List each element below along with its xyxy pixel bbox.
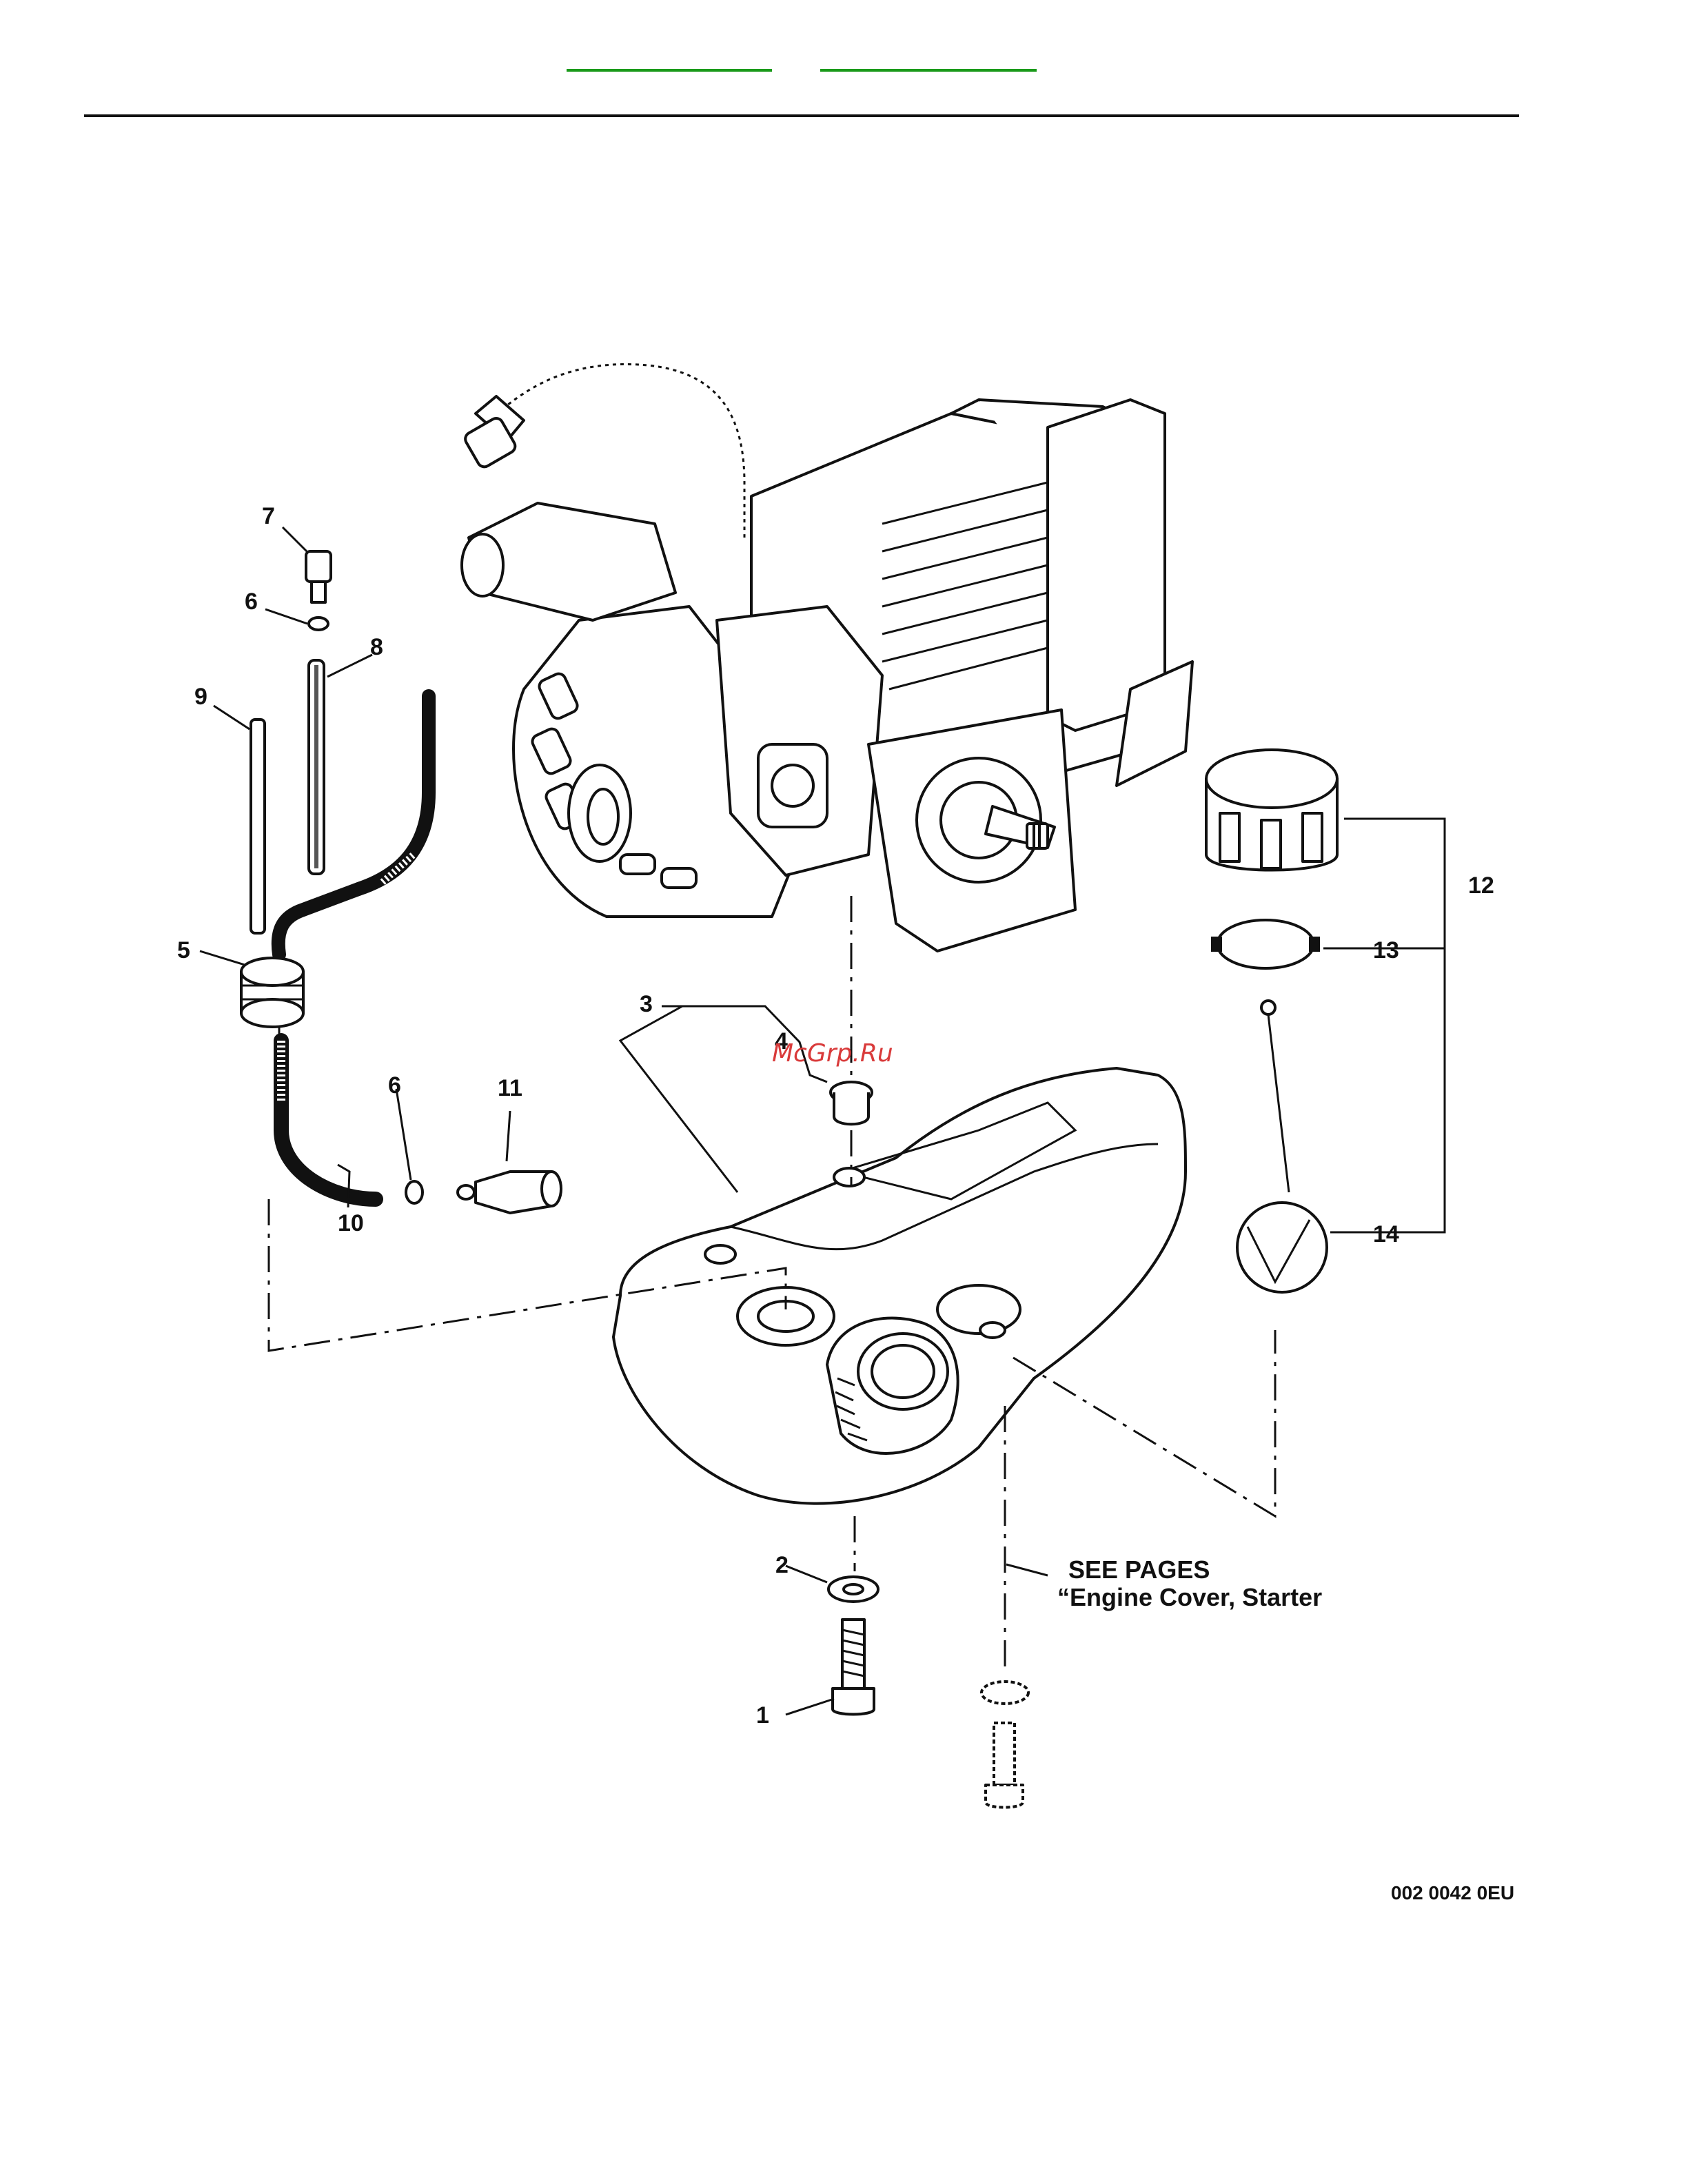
callout-9: 9: [194, 684, 207, 710]
engine-assembly: [462, 364, 1192, 951]
callout-6-bottom: 6: [388, 1072, 401, 1099]
mounting-screw-right: [986, 1723, 1023, 1808]
fuel-tank: [613, 1068, 1186, 1504]
callout-10: 10: [338, 1210, 364, 1236]
return-hose: [278, 696, 429, 955]
see-pages-note-line1: SEE PAGES: [1068, 1555, 1210, 1584]
callout-8: 8: [370, 634, 383, 660]
callout-13: 13: [1373, 937, 1399, 963]
part-8-hose: [309, 660, 324, 874]
callout-7: 7: [262, 503, 275, 529]
part-11-fuel-filter: [458, 1172, 561, 1213]
callout-1: 1: [756, 1702, 769, 1728]
tether-strap: [1237, 1001, 1327, 1292]
part-6-oring-bottom: [406, 1181, 423, 1203]
retainer-ring: [1212, 920, 1319, 968]
callout-3: 3: [640, 991, 653, 1017]
part-9-tube: [251, 720, 265, 933]
mounting-washer-right: [982, 1682, 1028, 1704]
part-6-oring-top: [309, 618, 328, 630]
see-pages-note-line2: “Engine Cover, Starter: [1057, 1583, 1322, 1611]
watermark: McGrp.Ru: [772, 1039, 893, 1068]
callout-14: 14: [1373, 1221, 1399, 1247]
part-7-vent: [306, 551, 331, 602]
shaft-splines: [1027, 824, 1048, 848]
callout-12: 12: [1468, 872, 1494, 899]
part-10-fuel-line: [281, 1041, 376, 1199]
part-5-grommet: [241, 958, 303, 1027]
part-2-washer: [828, 1577, 878, 1602]
callout-11: 11: [498, 1075, 522, 1101]
part-4-bushing: [831, 1082, 872, 1124]
part-1-screw: [833, 1620, 874, 1715]
callout-2: 2: [775, 1552, 789, 1578]
fuel-cap: [1206, 750, 1337, 870]
figure-code: 002 0042 0EU: [1391, 1882, 1514, 1904]
callout-5: 5: [177, 937, 190, 963]
callout-6-top: 6: [245, 589, 258, 615]
cap-ridges: [1220, 813, 1322, 868]
filler-neck: [827, 1318, 958, 1453]
